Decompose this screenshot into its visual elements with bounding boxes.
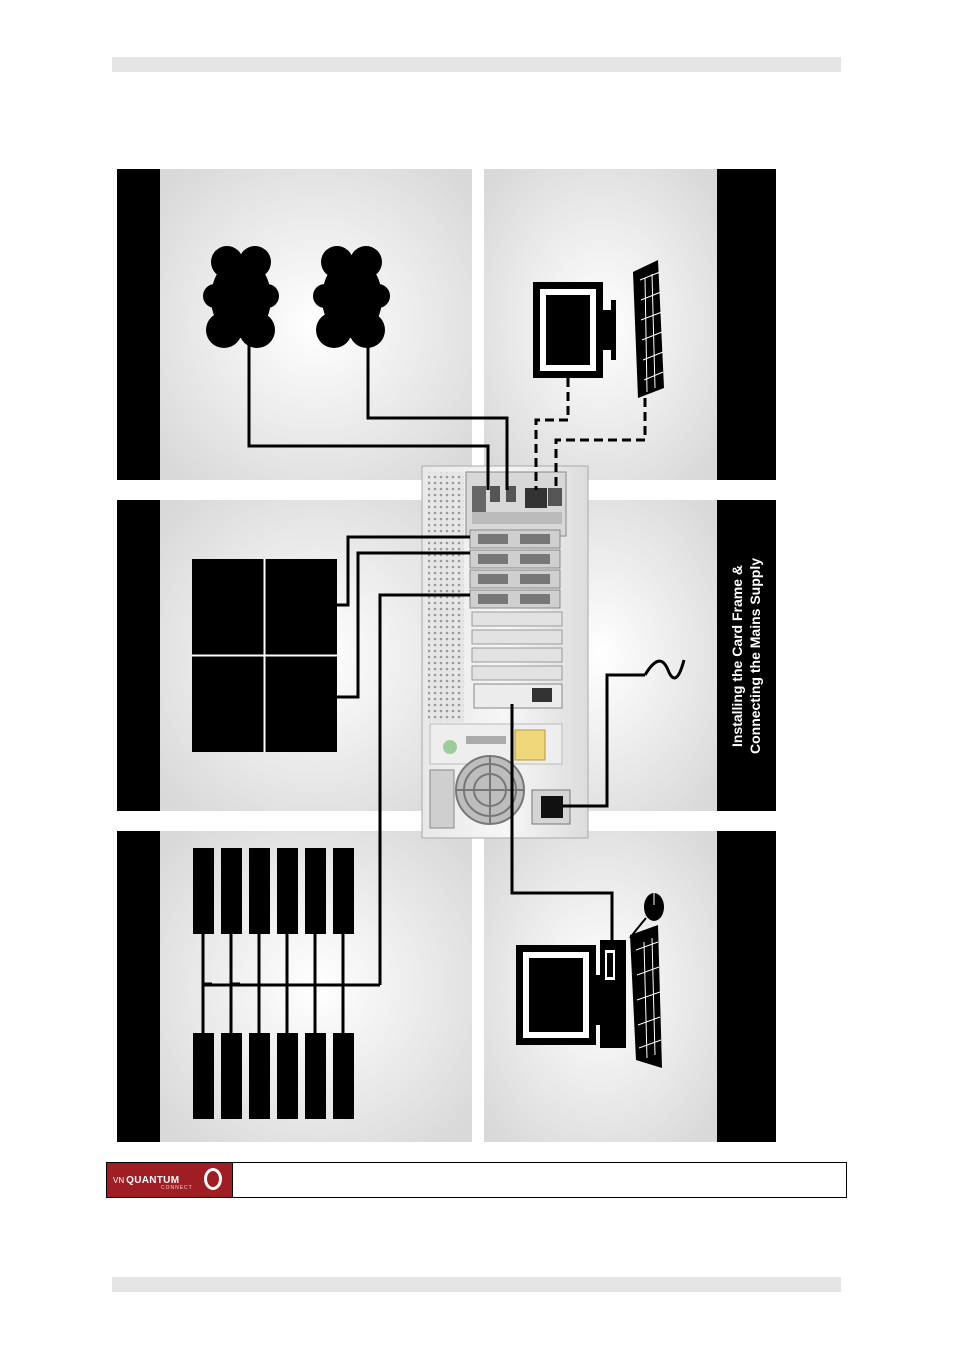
footer: VN QUANTUM CONNECT	[106, 1162, 847, 1198]
workstation-tower-icon	[600, 940, 626, 1048]
workstation-monitor-icon	[516, 945, 602, 1045]
page-title: Installing the Card Frame & Connecting t…	[716, 500, 776, 811]
network-cloud-icon	[313, 246, 390, 348]
video-wall-icon	[192, 559, 337, 752]
logo-ring-icon	[204, 1168, 222, 1190]
logo-connect: CONNECT	[161, 1185, 193, 1191]
card-frame-icon	[422, 466, 588, 838]
panel-local-console	[484, 169, 776, 480]
network-cloud-icon	[203, 246, 279, 348]
company-logo: VN QUANTUM CONNECT	[107, 1163, 233, 1197]
page-title-line2: Connecting the Mains Supply	[746, 557, 764, 753]
logo-quantum: QUANTUM	[126, 1175, 179, 1186]
panel-networks	[117, 169, 472, 480]
logo-vn: VN	[113, 1176, 124, 1185]
page-title-line1: Installing the Card Frame &	[728, 557, 746, 753]
footer-content	[233, 1163, 846, 1197]
